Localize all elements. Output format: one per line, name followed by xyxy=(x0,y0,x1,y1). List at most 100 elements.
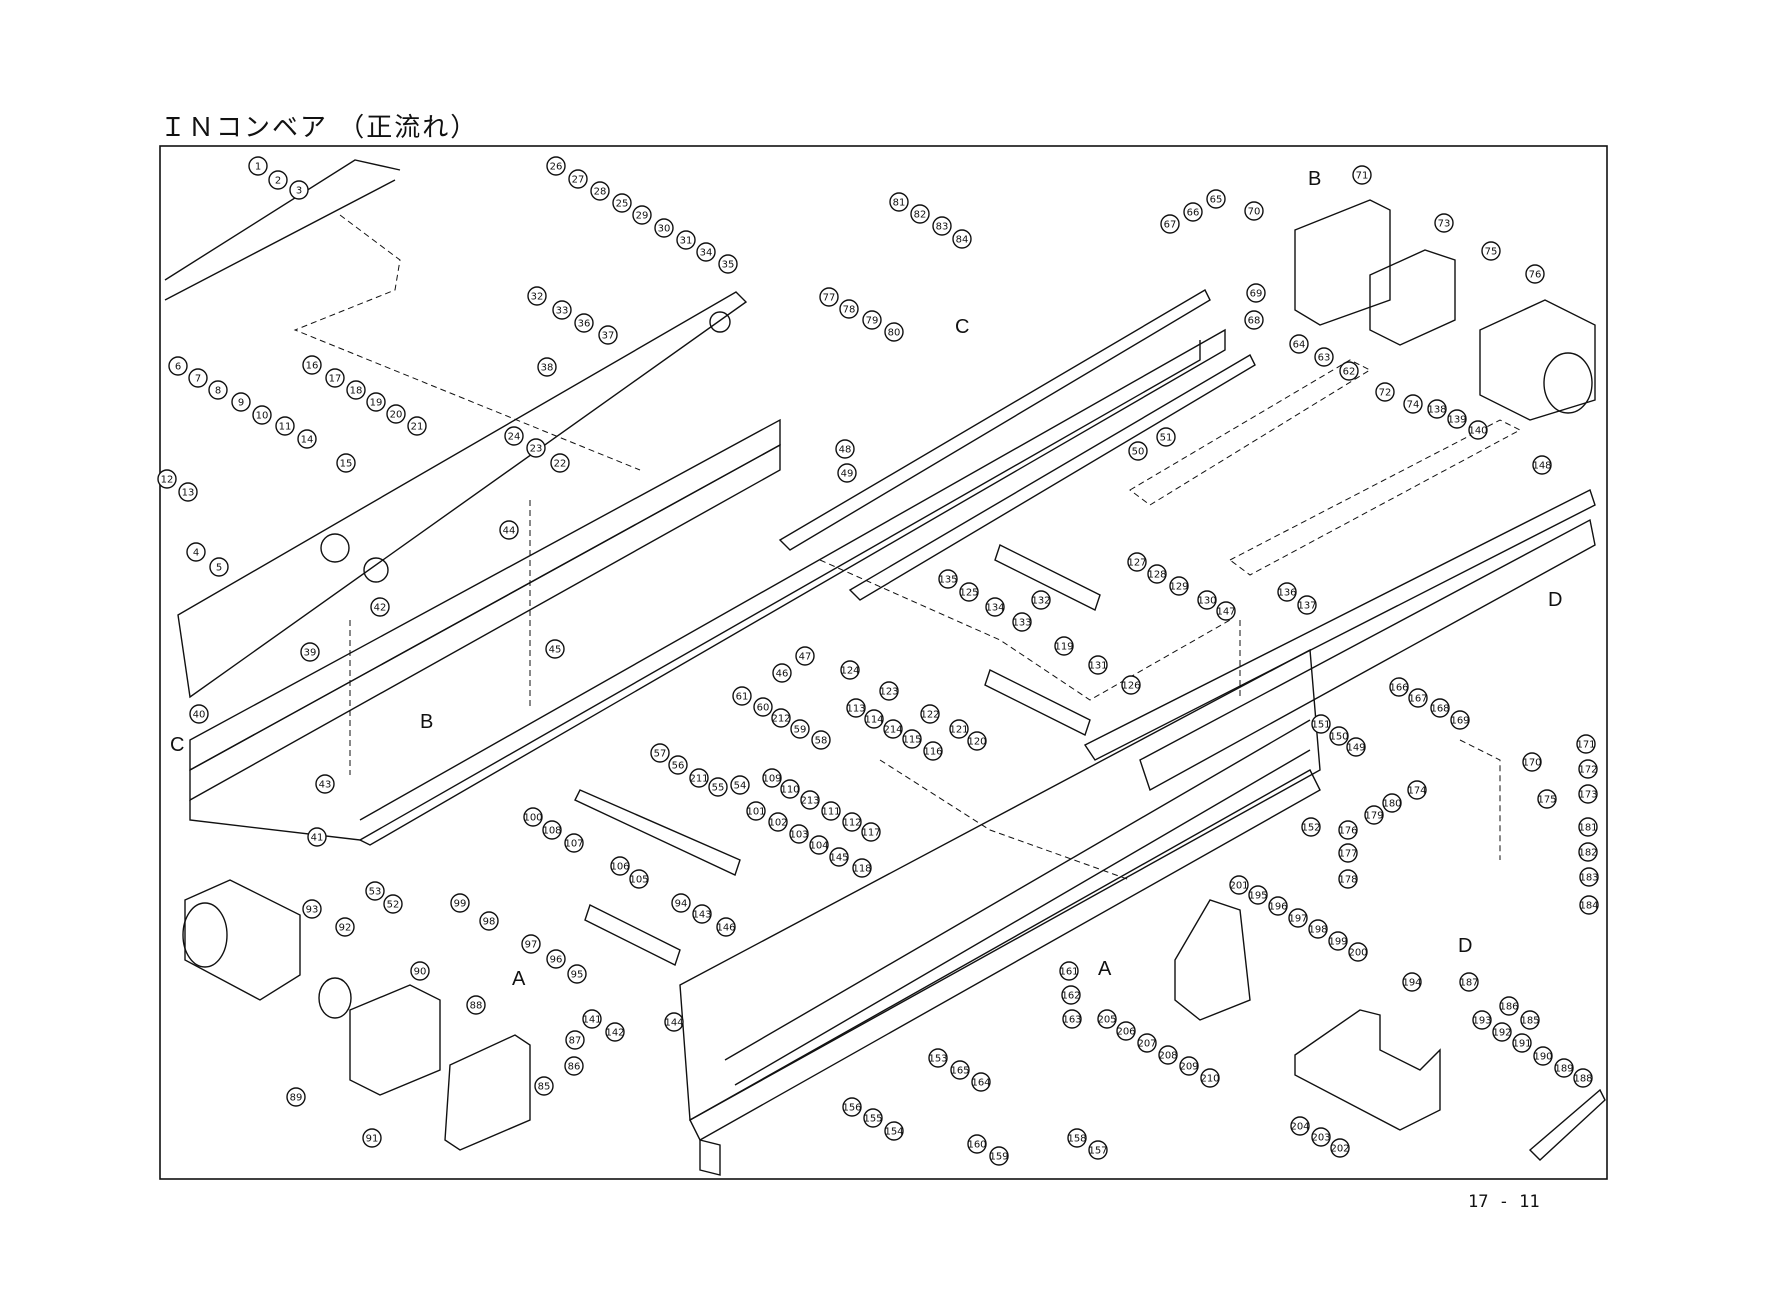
callout-label: 68 xyxy=(1248,316,1261,327)
callout-188: 188 xyxy=(1573,1068,1593,1088)
callout-circle xyxy=(800,790,820,810)
callout-136: 136 xyxy=(1277,582,1297,602)
callout-circle xyxy=(910,204,930,224)
callout-123: 123 xyxy=(879,681,899,701)
callout-label: 9 xyxy=(238,398,244,409)
callout-65: 65 xyxy=(1206,189,1226,209)
callout-200: 200 xyxy=(1348,942,1368,962)
callout-circle xyxy=(819,287,839,307)
callout-circle xyxy=(902,729,922,749)
callout-121: 121 xyxy=(949,719,969,739)
callout-1: 1 xyxy=(248,156,268,176)
callout-label: 165 xyxy=(950,1066,969,1077)
callout-label: 198 xyxy=(1308,925,1327,936)
callout-circle xyxy=(809,835,829,855)
callout-8: 8 xyxy=(208,380,228,400)
callout-label: 113 xyxy=(846,704,865,715)
callout-14: 14 xyxy=(297,429,317,449)
callout-label: 49 xyxy=(841,469,854,480)
callout-label: 43 xyxy=(319,780,332,791)
callout-circle xyxy=(920,704,940,724)
callout-label: 133 xyxy=(1012,618,1031,629)
callout-circle xyxy=(1402,972,1422,992)
callout-circle xyxy=(1012,612,1032,632)
callout-circle xyxy=(1147,564,1167,584)
callout-195: 195 xyxy=(1248,885,1268,905)
callout-23: 23 xyxy=(526,438,546,458)
callout-circle xyxy=(1054,636,1074,656)
callout-circle xyxy=(567,964,587,984)
callout-label: 207 xyxy=(1137,1039,1156,1050)
callout-circle xyxy=(1578,759,1598,779)
callout-circle xyxy=(811,730,831,750)
callout-label: 53 xyxy=(369,887,382,898)
callout-178: 178 xyxy=(1338,869,1358,889)
callout-label: 69 xyxy=(1250,289,1263,300)
callout-label: 90 xyxy=(414,967,427,978)
callout-label: 58 xyxy=(815,736,828,747)
callout-35: 35 xyxy=(718,254,738,274)
callout-label: 152 xyxy=(1301,823,1320,834)
callout-label: 29 xyxy=(636,211,649,222)
callout-7: 7 xyxy=(188,368,208,388)
callout-label: 211 xyxy=(689,774,708,785)
callout-circle xyxy=(610,856,630,876)
callout-177: 177 xyxy=(1338,843,1358,863)
view-letter-b: B xyxy=(420,711,433,733)
callout-176: 176 xyxy=(1338,820,1358,840)
callout-191: 191 xyxy=(1512,1033,1532,1053)
callout-circle xyxy=(550,453,570,473)
callout-label: 189 xyxy=(1554,1064,1573,1075)
callout-circle xyxy=(932,216,952,236)
callout-140: 140 xyxy=(1468,420,1488,440)
callout-label: 117 xyxy=(861,828,880,839)
callout-86: 86 xyxy=(564,1056,584,1076)
callout-circle xyxy=(730,775,750,795)
callout-13: 13 xyxy=(178,482,198,502)
callout-circle xyxy=(1229,875,1249,895)
callout-152: 152 xyxy=(1301,817,1321,837)
callout-circle xyxy=(1578,817,1598,837)
callout-70: 70 xyxy=(1244,201,1264,221)
callout-label: 116 xyxy=(923,747,942,758)
callout-190: 190 xyxy=(1533,1046,1553,1066)
callout-44: 44 xyxy=(499,520,519,540)
view-letter-c: C xyxy=(170,734,184,756)
callout-numbers: 1234567891011121314151617181920212223242… xyxy=(157,156,1599,1166)
callout-68: 68 xyxy=(1244,310,1264,330)
callout-circle xyxy=(178,482,198,502)
callout-26: 26 xyxy=(546,156,566,176)
callout-circle xyxy=(383,894,403,914)
callout-circle xyxy=(1031,590,1051,610)
callout-circle xyxy=(884,1121,904,1141)
view-letter-b: B xyxy=(1308,168,1321,190)
callout-circle xyxy=(835,439,855,459)
callout-circle xyxy=(689,768,709,788)
callout-17: 17 xyxy=(325,368,345,388)
callout-label: 180 xyxy=(1382,799,1401,810)
callout-97: 97 xyxy=(521,934,541,954)
callout-circle xyxy=(386,404,406,424)
callout-98: 98 xyxy=(479,911,499,931)
callout-circle xyxy=(1427,399,1447,419)
callout-circle xyxy=(650,743,670,763)
callout-label: 208 xyxy=(1158,1051,1177,1062)
callout-circle xyxy=(1346,737,1366,757)
callout-circle xyxy=(564,1056,584,1076)
callout-label: 46 xyxy=(776,669,789,680)
callout-circle xyxy=(1137,1033,1157,1053)
callout-label: 41 xyxy=(311,833,324,844)
callout-circle xyxy=(504,426,524,446)
callout-label: 143 xyxy=(692,910,711,921)
callout-137: 137 xyxy=(1297,595,1317,615)
callout-label: 63 xyxy=(1318,353,1331,364)
callout-circle xyxy=(499,520,519,540)
callout-125: 125 xyxy=(959,582,979,602)
callout-183: 183 xyxy=(1579,867,1599,887)
callout-131: 131 xyxy=(1088,655,1108,675)
callout-label: 203 xyxy=(1311,1133,1330,1144)
callout-circle xyxy=(268,170,288,190)
callout-circle xyxy=(1576,734,1596,754)
callout-circle xyxy=(450,893,470,913)
